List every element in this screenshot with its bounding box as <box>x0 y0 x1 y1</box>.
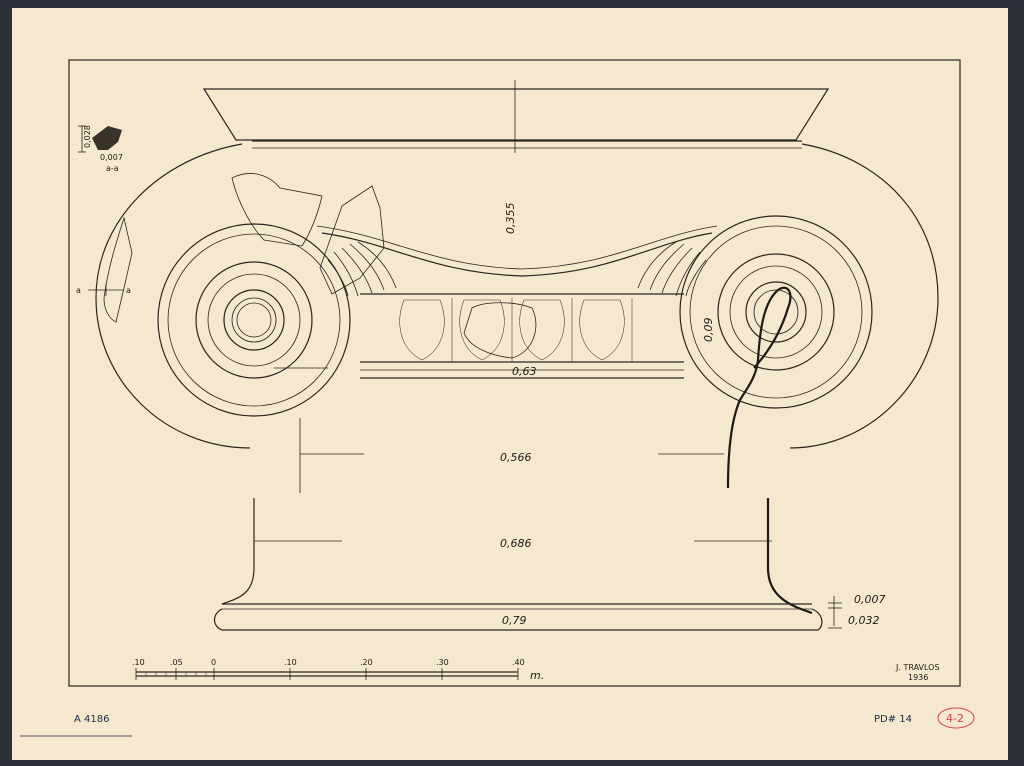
dim-echinus-width: 0,63 <box>512 365 537 378</box>
shaft-lines <box>274 367 724 493</box>
scale-tick-4: .10 <box>284 658 297 667</box>
ionic-capital-drawing: 0,355 0,09 0,63 0,566 0,686 0,79 0,007 0… <box>20 59 975 737</box>
scale-bar <box>135 668 519 680</box>
section-line-a-a <box>88 284 124 296</box>
palmette-left <box>327 241 397 297</box>
echinus <box>360 293 684 379</box>
dim-base-marks <box>828 596 842 629</box>
drawing-sheet: 0,355 0,09 0,63 0,566 0,686 0,79 0,007 0… <box>12 8 1008 760</box>
dim-volute-eye: 0,09 <box>702 318 715 343</box>
scale-tick-1: .10 <box>132 658 145 667</box>
palmette-right <box>637 241 707 297</box>
signature-name: J. TRAVLOS <box>895 663 940 672</box>
detail-a-a <box>78 125 122 153</box>
column-base <box>213 498 823 631</box>
dim-base-width: 0,79 <box>502 614 527 627</box>
dim-width-lower: 0,686 <box>500 537 532 550</box>
detail-label: a-a <box>106 164 119 173</box>
catalog-number: A 4186 <box>74 714 109 725</box>
scale-tick-7: .40 <box>512 658 525 667</box>
scale-unit: m. <box>530 669 544 682</box>
dim-fillet: 0,007 <box>854 593 886 606</box>
circled-note: 4-2 <box>946 712 964 725</box>
archive-note: PD# 14 <box>874 714 912 725</box>
scale-tick-5: .20 <box>360 658 373 667</box>
circled-note-ring <box>937 707 975 729</box>
scale-tick-3: 0 <box>211 658 216 667</box>
section-a-left: a <box>76 286 81 295</box>
dim-detail-height: 0,028 <box>83 125 92 148</box>
section-a-right: a <box>126 286 131 295</box>
signature-year: 1936 <box>908 673 928 682</box>
volute-band <box>95 140 939 449</box>
right-volute <box>679 215 873 409</box>
dim-abacus-height: 0,355 <box>504 203 517 235</box>
scale-tick-6: .30 <box>436 658 449 667</box>
dim-base-height: 0,032 <box>848 614 880 627</box>
dim-width-upper: 0,566 <box>500 451 532 464</box>
drawing-frame <box>68 59 961 687</box>
profile-section <box>726 286 813 615</box>
dim-detail-depth: 0,007 <box>100 153 123 162</box>
left-volute <box>157 223 351 417</box>
abacus <box>202 80 830 153</box>
scale-tick-2: .05 <box>170 658 183 667</box>
fragment-outlines <box>103 173 385 323</box>
